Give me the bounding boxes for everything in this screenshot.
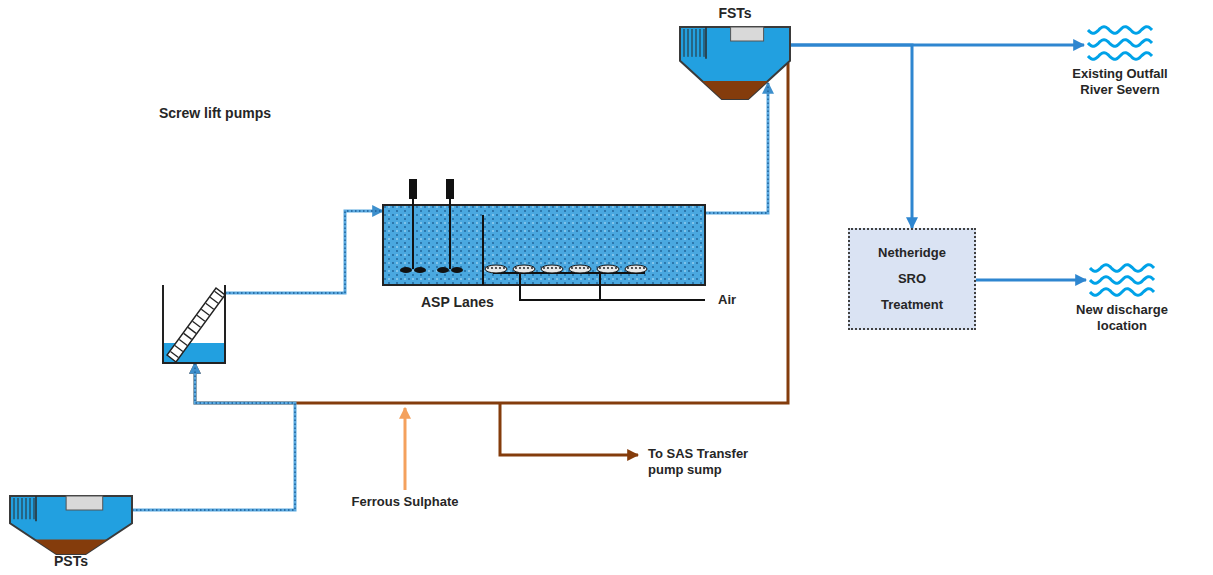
screw-flights [170,291,222,357]
inlet-baffle-hatch [684,27,706,59]
node-label: Screw lift pumps [159,105,271,121]
node-label: Existing Outfall River Severn [1061,66,1179,98]
sas-transfer-line [500,403,638,455]
flow-line [790,45,912,228]
mixer-symbol [400,179,426,273]
tank-body [10,496,132,554]
flow-connector [132,363,295,510]
discharge-river: New discharge location [1090,262,1154,298]
activated-sludge-lanes: ASP Lanes [383,205,705,285]
flow-connector [705,83,768,213]
anoxic-baffle [482,215,484,285]
connector-group [132,45,1086,510]
annotation-label: To SAS Transfer pump sump [648,446,766,478]
annotation-label: Ferrous Sulphate [352,494,459,510]
inlet-baffle-hatch [14,496,36,521]
primary-settlement-tank: PSTs [10,496,132,554]
water-wave [1088,27,1152,34]
flow-connector [790,45,912,228]
treatment-box: Netheridge SRO Treatment [848,228,976,330]
air-diffuser [485,265,507,273]
air-diffuser [513,265,535,273]
final-settlement-tank: FSTs [680,27,790,99]
shape-outline [383,205,705,285]
shape-outline [163,285,225,363]
annotation-label: Air [718,292,736,308]
air-diffuser [597,265,619,273]
air-diffuser [541,265,563,273]
shape-outline [680,27,790,99]
scraper-bridge [731,27,764,41]
flow-line [705,83,768,213]
ferrous-dosing-line [404,408,407,490]
water-wave [1090,277,1154,284]
flow-connector [195,63,788,403]
water-wave [1088,53,1152,60]
tank-body [680,27,790,99]
wet-well-wall [163,285,225,363]
outfall-river: Existing Outfall River Severn [1088,24,1152,62]
shape-outline [1088,24,1152,62]
flow-line [976,279,1086,282]
screw-lift-pump: Screw lift pumps [163,285,225,363]
scraper-bridge [66,496,103,510]
water-wave [1090,289,1154,296]
node-label: ASP Lanes [421,294,494,310]
sludge-layer [702,81,768,99]
flow-connector [976,280,1086,281]
node-label: PSTs [54,553,88,569]
screw-trough [167,288,225,362]
flow-line [195,63,788,403]
flow-connector [225,211,383,293]
flow-line [132,363,295,510]
air-diffuser [569,265,591,273]
node-label: Netheridge SRO Treatment [878,240,946,318]
shape-outline [1090,262,1154,298]
shape-outline [10,496,132,554]
sludge-layer [34,540,107,555]
node-label: New discharge location [1063,302,1181,334]
air-pipework [493,273,705,300]
mixer-symbol [437,179,463,273]
water-wave [1088,40,1152,47]
flow-line [225,211,383,293]
air-diffuser [625,265,647,273]
flow-line-texture [225,211,383,293]
aeration-tank [383,205,705,285]
water-wave [1090,265,1154,272]
flow-line-texture [132,363,295,510]
flow-line-texture [705,83,768,213]
node-label: FSTs [718,5,751,21]
